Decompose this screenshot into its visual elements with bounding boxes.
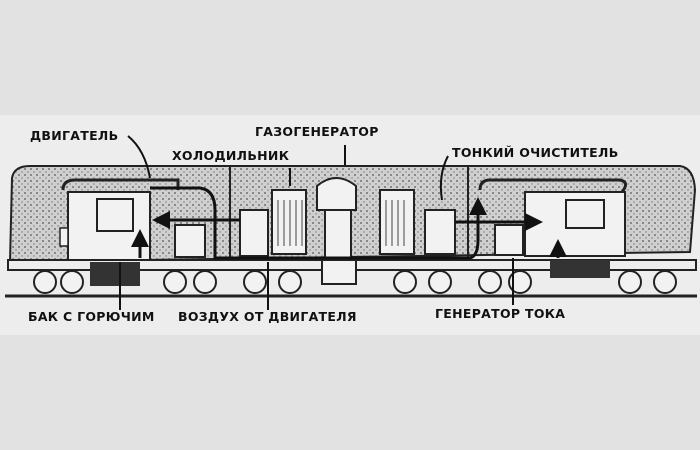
engine-right [478, 178, 627, 278]
label-fuel-tank: БАК С ГОРЮЧИМ [28, 309, 155, 324]
cooler-left [271, 189, 307, 255]
engine-left [59, 178, 206, 286]
fine-filter-box [424, 209, 456, 255]
fuel-tank [90, 262, 140, 286]
label-cooler: ХОЛОДИЛЬНИК [172, 148, 290, 163]
cooler-right [379, 189, 415, 255]
wheels [33, 270, 677, 294]
gas-generator [316, 177, 357, 285]
label-engine-air: ВОЗДУХ ОТ ДВИГАТЕЛЯ [178, 309, 357, 324]
label-engine: ДВИГАТЕЛЬ [30, 128, 119, 143]
filter-box-left [239, 209, 269, 257]
label-fine-filter: ТОНКИЙ ОЧИСТИТЕЛЬ [452, 145, 619, 160]
label-current-generator: ГЕНЕРАТОР ТОКА [435, 306, 566, 321]
label-gas-generator: ГАЗОГЕНЕРАТОР [255, 124, 379, 139]
